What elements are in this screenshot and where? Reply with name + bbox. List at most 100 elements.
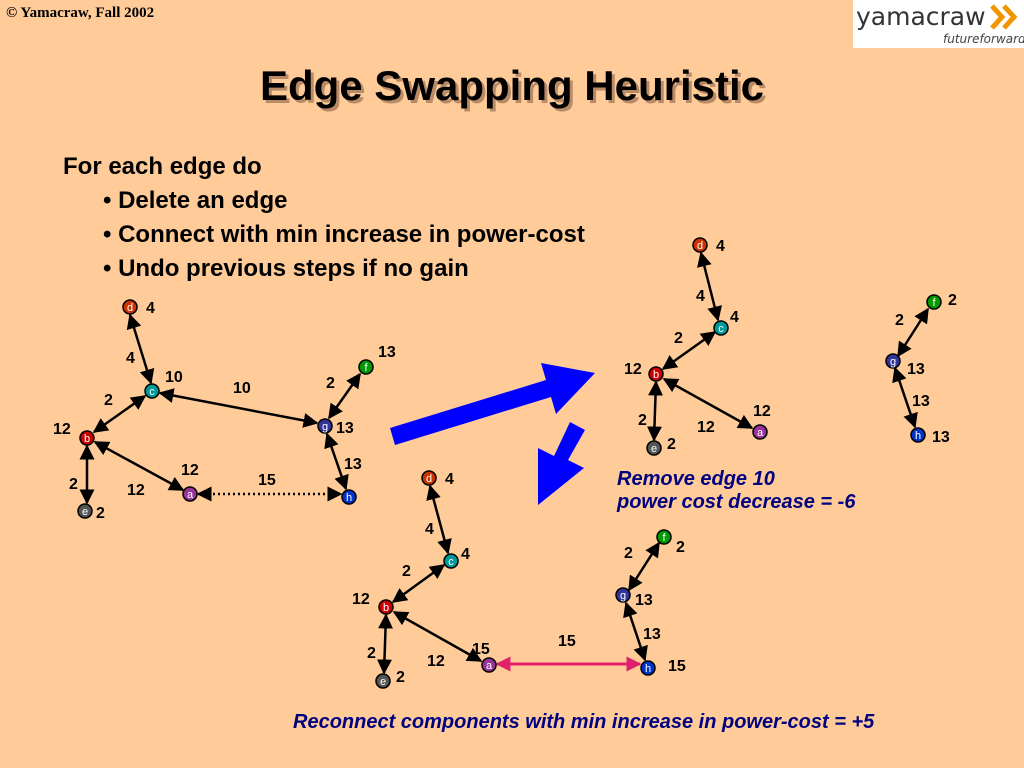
- power-label: 4: [146, 300, 155, 317]
- caption-reconnect: Reconnect components with min increase i…: [293, 711, 875, 733]
- bullet-item: • Connect with min increase in power-cos…: [103, 221, 585, 248]
- node-g: g: [615, 587, 631, 603]
- node-b: b: [79, 430, 95, 446]
- power-label: 12: [181, 462, 199, 479]
- power-label: 12: [624, 361, 642, 378]
- node-f: f: [656, 529, 672, 545]
- graph-original: d c b e a g f h 4 4 10 10 2 12 2 12 12 1…: [53, 299, 396, 522]
- power-label: 13: [336, 420, 354, 437]
- bullet-item: • Undo previous steps if no gain: [103, 255, 469, 282]
- node-label: a: [187, 489, 194, 501]
- power-label: 4: [445, 471, 454, 488]
- edge-label: 2: [367, 645, 376, 662]
- edge-label: 13: [643, 626, 661, 643]
- node-e: e: [646, 440, 662, 456]
- power-label: 12: [53, 421, 71, 438]
- node-label: e: [82, 506, 88, 518]
- edge-g-h: [892, 366, 918, 429]
- edge-b-e: [646, 380, 664, 442]
- node-f: f: [926, 294, 942, 310]
- power-label: 12: [753, 403, 771, 420]
- copyright-text: © Yamacraw, Fall 2002: [6, 5, 155, 21]
- power-label: 13: [907, 361, 925, 378]
- node-c: c: [713, 320, 729, 336]
- power-label: 12: [352, 591, 370, 608]
- edge-label: 10: [233, 380, 251, 397]
- node-label: a: [486, 660, 493, 672]
- edge-label: 12: [127, 482, 145, 499]
- node-g: g: [317, 418, 333, 434]
- node-d: d: [122, 299, 138, 315]
- node-label: c: [448, 556, 454, 568]
- edge-label: 2: [624, 545, 633, 562]
- edge-label: 4: [425, 521, 434, 538]
- edge-label: 2: [104, 392, 113, 409]
- edge-d-c: [426, 484, 452, 555]
- node-a: a: [481, 657, 497, 673]
- node-e: e: [77, 503, 93, 519]
- node-label: e: [380, 676, 386, 688]
- node-h: h: [910, 427, 926, 443]
- edge-label: 13: [912, 393, 930, 410]
- edge-label: 2: [326, 375, 335, 392]
- edge-label: 2: [895, 312, 904, 329]
- edge-b-a: [93, 440, 185, 492]
- node-c: c: [144, 383, 160, 399]
- node-label: d: [426, 473, 432, 485]
- power-label: 2: [396, 669, 405, 686]
- power-label: 10: [165, 369, 183, 386]
- node-a: a: [752, 424, 768, 440]
- edge-label: 2: [638, 412, 647, 429]
- edge-label: 13: [344, 456, 362, 473]
- edge-g-h: [623, 601, 648, 662]
- caption-line: power cost decrease = -6: [617, 491, 856, 513]
- node-g: g: [885, 353, 901, 369]
- edge-label: 4: [696, 288, 705, 305]
- node-label: c: [718, 323, 724, 335]
- edge-b-c: [391, 563, 446, 604]
- node-d: d: [692, 237, 708, 253]
- edge-label: 4: [126, 350, 135, 367]
- power-label: 2: [676, 539, 685, 556]
- caption-line: Remove edge 10: [617, 468, 775, 490]
- power-label: 4: [461, 546, 470, 563]
- caption-remove: Remove edge 10 power cost decrease = -6: [617, 468, 855, 514]
- node-label: a: [757, 427, 764, 439]
- graph-after-removal: d c b e a f g h 4 4 4 2 12 2 2 12 12 2 2…: [624, 237, 957, 456]
- power-label: 13: [932, 429, 950, 446]
- node-c: c: [443, 553, 459, 569]
- edge-label: 12: [697, 419, 715, 436]
- node-h: h: [640, 660, 656, 676]
- power-label: 2: [667, 436, 676, 453]
- node-e: e: [375, 673, 391, 689]
- edge-g-f: [327, 372, 362, 420]
- node-f: f: [358, 359, 374, 375]
- node-label: g: [890, 356, 896, 368]
- edge-g-h: [324, 432, 349, 491]
- bullet-list: For each edge do • Delete an edge • Conn…: [63, 150, 585, 286]
- power-label: 2: [96, 505, 105, 522]
- power-label: 4: [716, 238, 725, 255]
- power-label: 15: [668, 658, 686, 675]
- transition-arrow-right: [390, 363, 595, 445]
- node-label: b: [653, 369, 659, 381]
- transition-arrow-down: [538, 422, 585, 505]
- edge-label: 2: [402, 563, 411, 580]
- edge-c-g: [158, 388, 319, 428]
- node-label: h: [645, 663, 651, 675]
- node-label: d: [697, 240, 703, 252]
- logo-word: yamacraw: [856, 2, 986, 31]
- node-d: d: [421, 470, 437, 486]
- edge-g-f: [896, 307, 930, 358]
- yamacraw-logo: yamacraw futureforward: [853, 0, 1024, 48]
- node-label: b: [84, 433, 90, 445]
- edge-label: 12: [427, 653, 445, 670]
- node-label: g: [620, 590, 626, 602]
- edge-b-a: [392, 610, 483, 663]
- edge-label: 15: [558, 633, 576, 650]
- power-label: 4: [730, 309, 739, 326]
- bullet-heading: For each edge do: [63, 153, 262, 180]
- edge-d-c: [697, 251, 722, 322]
- edge-label: 15: [258, 472, 276, 489]
